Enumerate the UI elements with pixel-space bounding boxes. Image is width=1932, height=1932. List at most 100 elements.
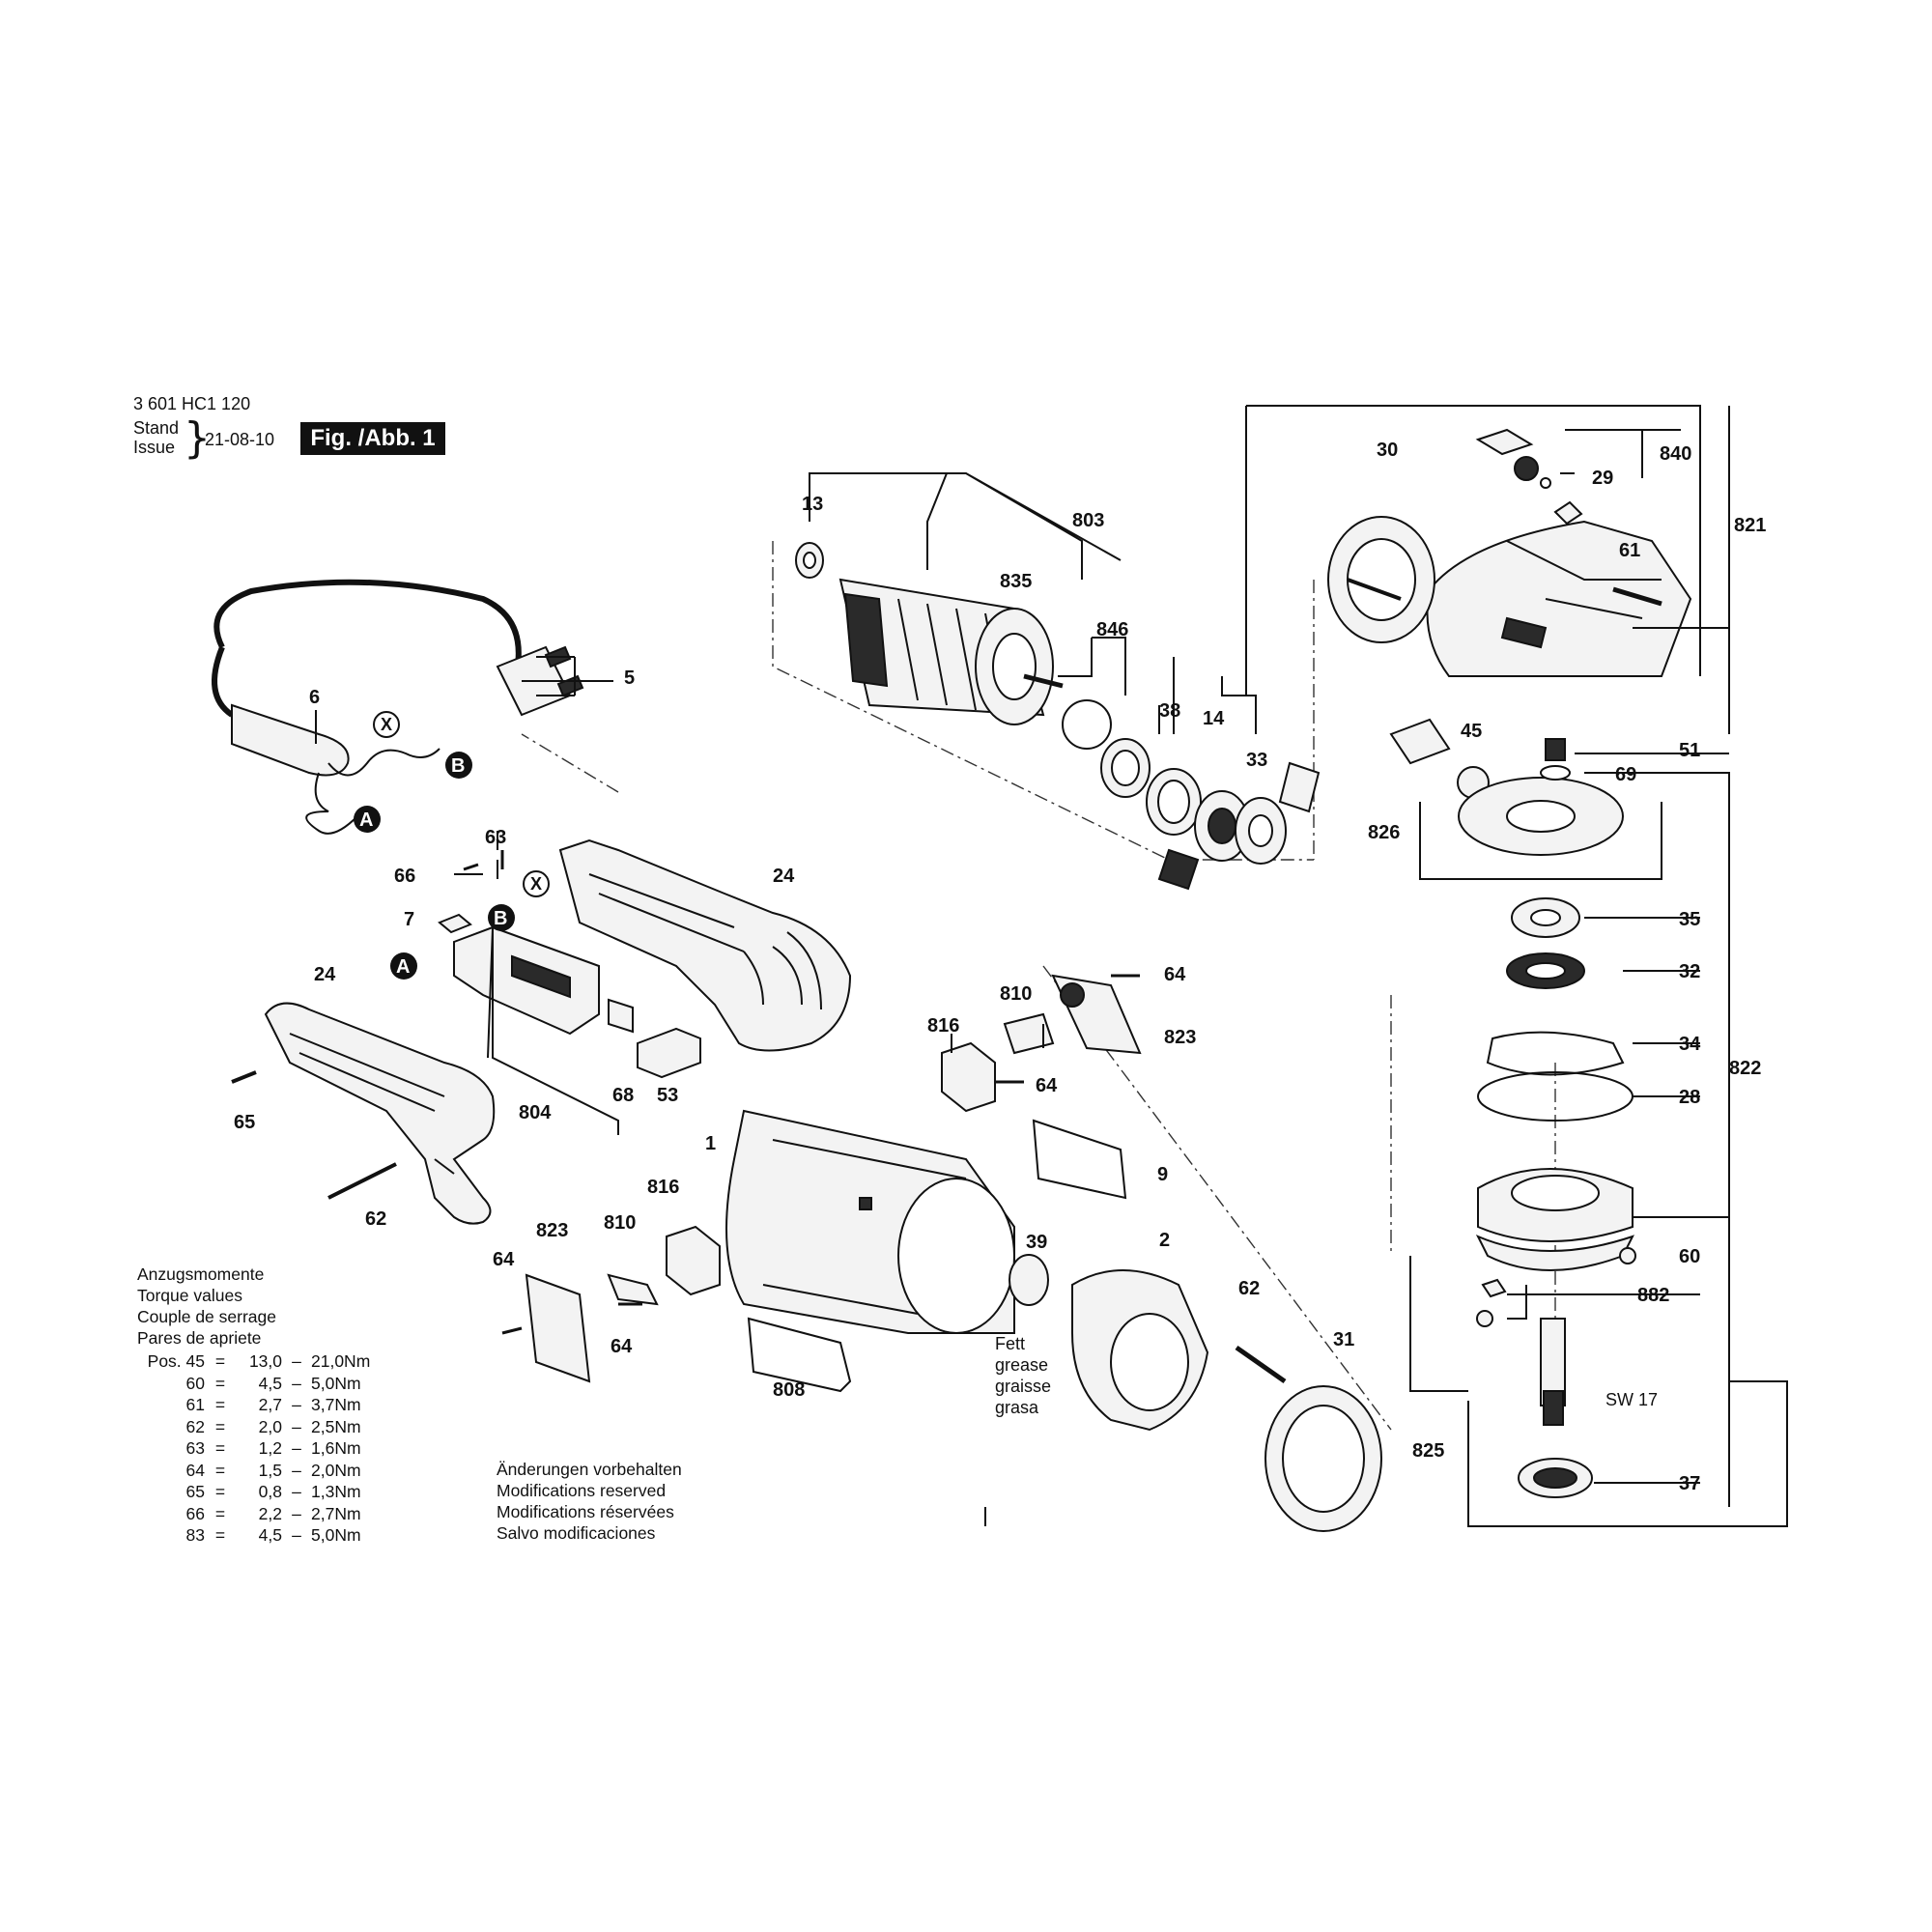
bushing bbox=[1009, 1254, 1049, 1306]
part-label-29: 29 bbox=[1592, 468, 1613, 489]
torque-cell-pos: 61 bbox=[185, 1395, 205, 1414]
torque-cell-dash: – bbox=[292, 1351, 301, 1371]
torque-row: 60=4,5–5,0Nm bbox=[137, 1373, 370, 1395]
figure-badge: Fig. /Abb. 1 bbox=[300, 422, 445, 455]
svg-text:B: B bbox=[494, 908, 507, 929]
part-label-808: 808 bbox=[773, 1379, 805, 1401]
part-label-9: 9 bbox=[1157, 1164, 1168, 1185]
part-label-7: 7 bbox=[404, 909, 414, 930]
torque-cell-max: 2,0Nm bbox=[311, 1460, 361, 1480]
marker-a-cable: A bbox=[354, 806, 381, 833]
torque-cell-eq: = bbox=[214, 1482, 226, 1501]
modifications-fr: Modifications réservées bbox=[497, 1502, 674, 1521]
part-label-28: 28 bbox=[1679, 1087, 1700, 1108]
torque-row: 65 = 0,8–1,3Nm bbox=[137, 1481, 370, 1503]
part-label-14: 14 bbox=[1203, 708, 1225, 729]
switch-assembly bbox=[438, 913, 701, 1079]
torque-cell-eq: = bbox=[214, 1503, 226, 1523]
part-label-810-b: 810 bbox=[604, 1212, 636, 1234]
torque-row: 83=4,5–5,0Nm bbox=[137, 1524, 370, 1547]
torque-cell-max: 2,7Nm bbox=[311, 1503, 361, 1523]
torque-cell-eq: = bbox=[214, 1525, 226, 1545]
part-label-846: 846 bbox=[1096, 619, 1128, 640]
part-label-60: 60 bbox=[1679, 1246, 1700, 1267]
part-label-39: 39 bbox=[1026, 1232, 1047, 1253]
part-label-31: 31 bbox=[1333, 1329, 1354, 1350]
grease-note-es: grasa bbox=[995, 1398, 1039, 1417]
grease-note-fr: graisse bbox=[995, 1377, 1051, 1396]
part-label-825: 825 bbox=[1412, 1440, 1444, 1462]
torque-cell-max: 1,6Nm bbox=[311, 1438, 361, 1458]
handle-half-lower bbox=[264, 1002, 496, 1225]
torque-cell-min: 2,7 bbox=[258, 1395, 282, 1414]
part-label-803: 803 bbox=[1072, 510, 1104, 531]
bearing-flange-stack bbox=[1475, 897, 1636, 1271]
torque-row: 64=1,5–2,0Nm bbox=[137, 1460, 370, 1482]
marker-a-switch: A bbox=[390, 952, 417, 980]
torque-title-fr: Couple de serrage bbox=[137, 1307, 276, 1326]
torque-cell-pos: 83 bbox=[185, 1525, 205, 1545]
torque-title-de: Anzugsmomente bbox=[137, 1264, 265, 1284]
part-label-34: 34 bbox=[1679, 1034, 1701, 1055]
torque-cell-min: 2,0 bbox=[258, 1416, 282, 1436]
field-coil bbox=[1071, 1269, 1209, 1432]
part-label-33: 33 bbox=[1246, 750, 1267, 771]
part-label-1: 1 bbox=[705, 1133, 716, 1154]
marker-b-switch: B bbox=[488, 904, 515, 931]
torque-row: 61=2,7–3,7Nm bbox=[137, 1394, 370, 1416]
retaining-rings bbox=[1062, 699, 1321, 891]
part-label-24-upper: 24 bbox=[773, 866, 795, 887]
handle-half-upper bbox=[558, 838, 852, 1052]
marker-x-cable: X bbox=[373, 711, 400, 738]
part-label-38: 38 bbox=[1159, 700, 1180, 722]
torque-cell-min: 4,5 bbox=[258, 1373, 282, 1393]
part-label-45: 45 bbox=[1461, 721, 1482, 742]
torque-row: 63=1,2–1,6Nm bbox=[137, 1437, 370, 1460]
svg-text:X: X bbox=[381, 715, 392, 734]
torque-cell-eq: = bbox=[214, 1460, 226, 1480]
part-label-24-lower: 24 bbox=[314, 964, 336, 985]
modifications-es: Salvo modificaciones bbox=[497, 1523, 656, 1543]
torque-cell-min: 0,8 bbox=[258, 1482, 282, 1501]
brush-holder-upper bbox=[941, 974, 1142, 1113]
issue-date: 21-08-10 bbox=[205, 430, 275, 449]
torque-cell-dash: – bbox=[292, 1482, 301, 1501]
torque-cell-max: 1,3Nm bbox=[311, 1482, 361, 1501]
part-label-821: 821 bbox=[1734, 515, 1766, 536]
power-cable-with-plug bbox=[212, 579, 584, 835]
bevel-gear bbox=[1458, 765, 1624, 856]
torque-title-es: Pares de apriete bbox=[137, 1328, 262, 1348]
marker-b-cable: B bbox=[445, 752, 472, 779]
part-label-835: 835 bbox=[1000, 571, 1032, 592]
part-label-64-d: 64 bbox=[611, 1336, 633, 1357]
torque-cell-pos: Pos. 45 bbox=[147, 1351, 205, 1371]
torque-cell-eq: = bbox=[214, 1416, 226, 1436]
torque-cell-dash: – bbox=[292, 1525, 301, 1545]
part-label-816-a: 816 bbox=[927, 1015, 959, 1037]
part-label-13: 13 bbox=[802, 494, 823, 515]
part-label-840: 840 bbox=[1660, 443, 1691, 465]
part-label-826: 826 bbox=[1368, 822, 1400, 843]
part-label-5: 5 bbox=[624, 668, 635, 689]
part-label-2: 2 bbox=[1159, 1230, 1170, 1251]
part-label-66: 66 bbox=[394, 866, 415, 887]
torque-cell-pos: 65 bbox=[185, 1482, 205, 1501]
torque-cell-eq: = bbox=[214, 1373, 226, 1393]
grease-note-en: grease bbox=[995, 1355, 1048, 1375]
wrench-size-label: SW 17 bbox=[1605, 1390, 1658, 1409]
svg-text:A: A bbox=[359, 810, 373, 831]
torque-cell-pos: 66 bbox=[185, 1503, 205, 1523]
torque-cell-eq: = bbox=[214, 1395, 226, 1414]
torque-cell-min: 2,2 bbox=[258, 1503, 282, 1523]
part-label-64-a: 64 bbox=[1164, 964, 1186, 985]
grease-note-de: Fett bbox=[995, 1334, 1025, 1353]
torque-cell-dash: – bbox=[292, 1503, 301, 1523]
stand-label: Stand bbox=[133, 418, 180, 438]
part-label-62-left: 62 bbox=[365, 1208, 386, 1230]
torque-cell-dash: – bbox=[292, 1373, 301, 1393]
part-label-62-right: 62 bbox=[1238, 1278, 1260, 1299]
part-label-63: 63 bbox=[485, 827, 506, 848]
issue-label: Issue bbox=[133, 438, 176, 457]
